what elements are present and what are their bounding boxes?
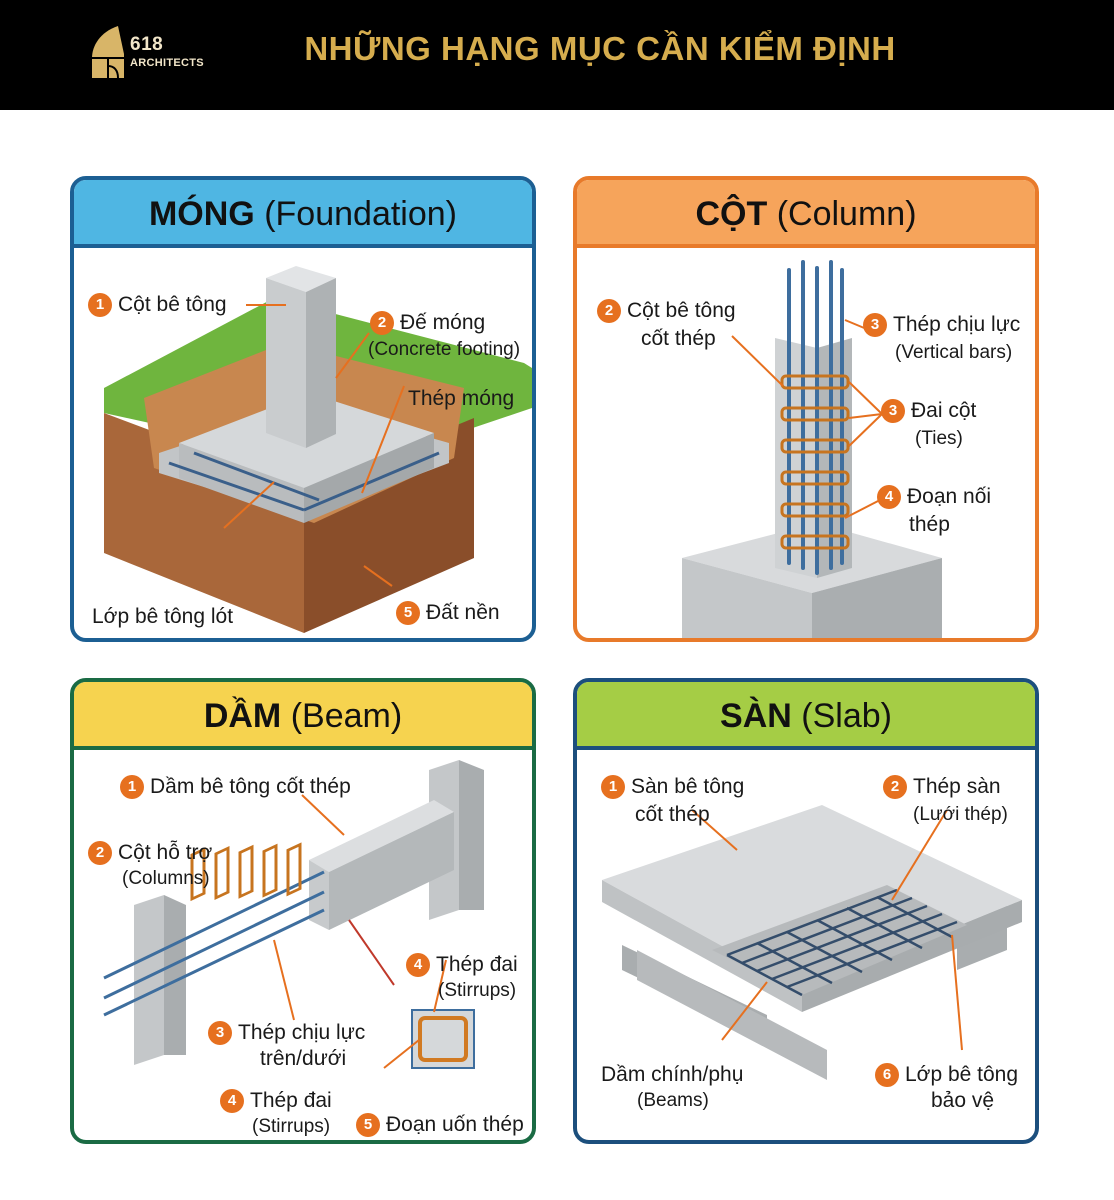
column-illustration xyxy=(682,260,942,638)
slab-illustration xyxy=(602,805,1022,1080)
right-column-side xyxy=(459,760,484,910)
header-bar: 618 ARCHITECTS NHỮNG HẠNG MỤC CẦN KIỂM Đ… xyxy=(0,0,1114,110)
beam-stirrups xyxy=(190,842,302,902)
foundation-label-2-sub: (Concrete footing) xyxy=(368,339,521,360)
badge-2: 2 xyxy=(597,299,621,323)
footing-rebar xyxy=(168,451,440,512)
foundation-title-sub: (Foundation) xyxy=(254,195,457,233)
foundation-label-3: Thép móng xyxy=(408,387,515,410)
badge-2: 2 xyxy=(883,775,907,799)
logo-text: ARCHITECTS xyxy=(130,57,204,69)
badge-2: 2 xyxy=(88,841,112,865)
beam-title-bold: DẦM xyxy=(203,697,282,735)
base-front xyxy=(682,558,812,638)
beam-label-4b: trên/dưới xyxy=(260,1047,347,1070)
column-panel: CỘT (Column) xyxy=(573,176,1039,642)
badge-1: 1 xyxy=(601,775,625,799)
slab-front xyxy=(602,880,802,1012)
slab-label-1b: cốt thép xyxy=(635,803,710,826)
badge-1: 1 xyxy=(88,293,112,317)
slab-label-3-sub: (Beams) xyxy=(637,1090,709,1111)
detail-arrow xyxy=(348,919,395,986)
foundation-label-4: Lớp bê tông lót xyxy=(92,605,234,628)
beam-illustration xyxy=(103,760,484,1069)
column-panel-title: CỘT (Column) xyxy=(577,180,1035,248)
slab-panel-title: SÀN (Slab) xyxy=(577,682,1035,750)
badge-4b: 4 xyxy=(220,1089,244,1113)
footing-front xyxy=(179,443,304,523)
slab-title-sub: (Slab) xyxy=(791,697,892,735)
logo-mark-icon xyxy=(92,26,124,79)
beam-label-5-sub: (Stirrups) xyxy=(252,1116,331,1137)
beam-side xyxy=(329,812,454,930)
beam-panel: DẦM (Beam) xyxy=(70,678,536,1144)
column-label-2-sub: (Vertical bars) xyxy=(895,342,1013,363)
badge-2: 2 xyxy=(370,311,394,335)
slab-title-bold: SÀN xyxy=(720,697,792,735)
badge-3: 3 xyxy=(208,1021,232,1045)
logo: 618 ARCHITECTS xyxy=(88,24,218,84)
column-label-3-sub: (Ties) xyxy=(915,428,963,449)
section-stirrup xyxy=(418,1016,468,1062)
base-side xyxy=(812,558,942,638)
foundation-panel-title: MÓNG (Foundation) xyxy=(74,180,532,248)
beam-title-sub: (Beam) xyxy=(281,697,403,735)
beam-top xyxy=(309,800,454,872)
logo-number: 618 xyxy=(130,34,164,55)
column-label-4b: thép xyxy=(909,513,950,536)
beam-under-front xyxy=(637,950,827,1080)
slab-mesh xyxy=(726,888,958,997)
badge-5: 5 xyxy=(396,601,420,625)
slab-side xyxy=(802,900,1022,1012)
column-title-sub: (Column) xyxy=(767,195,917,233)
slab-label-2-sub: (Lưới thép) xyxy=(913,804,1008,825)
column-ties xyxy=(780,374,850,550)
badge-4: 4 xyxy=(877,485,901,509)
badge-3b: 3 xyxy=(881,399,905,423)
badge-4: 4 xyxy=(406,953,430,977)
badge-6: 6 xyxy=(875,1063,899,1087)
slab-label-4b: bảo vệ xyxy=(931,1089,995,1112)
column-side xyxy=(306,278,336,448)
beam-panel-title: DẦM (Beam) xyxy=(74,682,532,750)
footing-side xyxy=(304,433,434,523)
foundation-illustration xyxy=(104,266,532,633)
column-title-bold: CỘT xyxy=(695,195,768,233)
left-column-side xyxy=(164,895,186,1055)
badge-3: 3 xyxy=(863,313,887,337)
left-column-front xyxy=(134,895,164,1065)
column-front xyxy=(266,278,306,448)
beam-label-3-sub: (Stirrups) xyxy=(438,980,517,1001)
beam-label-2-sub: (Columns) xyxy=(122,868,210,889)
slab-top xyxy=(602,805,1022,990)
page-title: NHỮNG HẠNG MỤC CẦN KIỂM ĐỊNH xyxy=(304,30,896,67)
column-body-front xyxy=(775,338,817,578)
column-top xyxy=(266,266,336,292)
badge-1: 1 xyxy=(120,775,144,799)
foundation-title-bold: MÓNG xyxy=(148,195,255,233)
slab-panel: SÀN (Slab) 1 xyxy=(573,678,1039,1144)
column-label-1b: cốt thép xyxy=(641,327,716,350)
slab-label-3: Dầm chính/phụ xyxy=(601,1063,744,1086)
badge-5: 5 xyxy=(356,1113,380,1137)
